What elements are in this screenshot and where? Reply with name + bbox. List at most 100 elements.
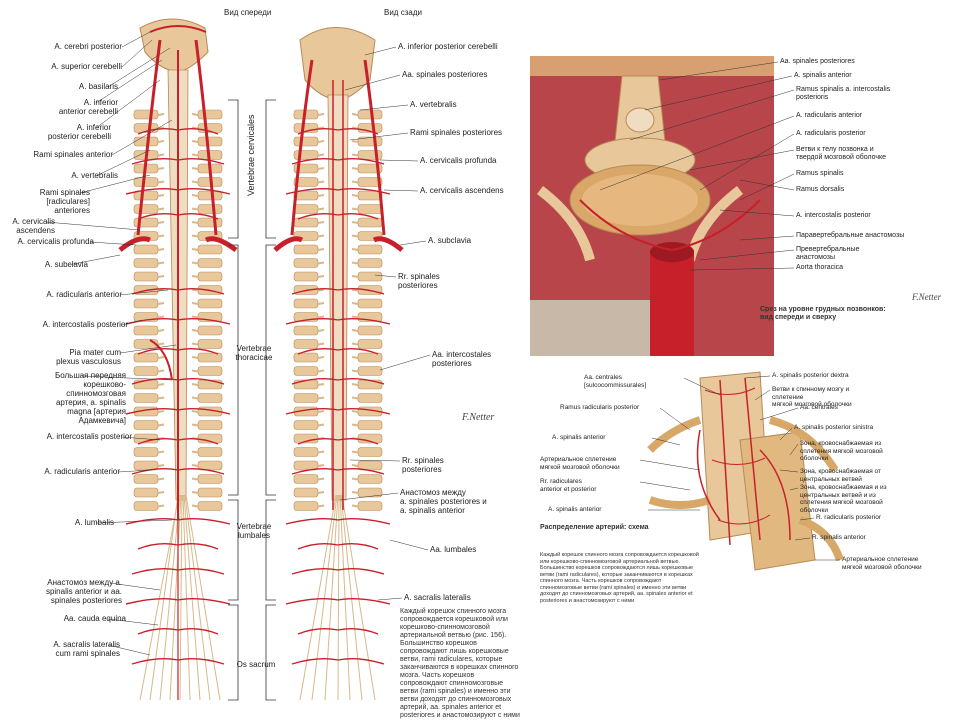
label-r2: Aa. spinales posteriores bbox=[402, 70, 488, 79]
nerve-root bbox=[157, 383, 165, 386]
anterior-cauda-equina bbox=[139, 494, 221, 701]
nerve-root bbox=[317, 234, 325, 238]
segmental-artery bbox=[177, 657, 225, 665]
label-l10: A. cervicalis profunda bbox=[17, 237, 94, 246]
label-r10: Rr. spinales posteriores bbox=[402, 456, 444, 474]
vertebral-segment bbox=[357, 190, 383, 201]
label-s11: Превертебральные анастомозы bbox=[796, 246, 860, 261]
leader-line bbox=[107, 644, 151, 656]
label-l5: A. inferior posterior cerebelli bbox=[47, 123, 111, 141]
nerve-root bbox=[317, 113, 325, 116]
nerve-root bbox=[191, 288, 199, 292]
nerve-root bbox=[191, 248, 199, 251]
leader-line bbox=[789, 443, 799, 456]
segmental-artery bbox=[337, 627, 379, 635]
vertebral-segment bbox=[357, 352, 383, 363]
nerve-root bbox=[191, 167, 199, 170]
vertebral-segment bbox=[357, 420, 383, 430]
nerve-root bbox=[191, 194, 199, 197]
segmental-artery bbox=[137, 127, 179, 135]
nerve-root bbox=[191, 261, 199, 265]
vertebral-segment bbox=[133, 352, 159, 363]
segmental-artery bbox=[291, 287, 339, 295]
nerve-root bbox=[317, 383, 325, 386]
nerve-root bbox=[191, 423, 199, 427]
leader-line bbox=[739, 235, 795, 241]
nerve-root bbox=[351, 221, 359, 224]
label-l18: A. lumbalis bbox=[74, 518, 114, 527]
label-l3: A. basilaris bbox=[78, 82, 118, 91]
anterior-view-header: Вид спереди bbox=[224, 8, 272, 17]
nerve-root bbox=[317, 261, 325, 265]
leader-line bbox=[67, 254, 121, 266]
leader-line bbox=[119, 289, 169, 296]
vertebral-segment bbox=[357, 150, 383, 160]
vertebral-segment bbox=[197, 339, 223, 349]
segmental-artery bbox=[291, 467, 339, 475]
nerve-root bbox=[317, 302, 325, 305]
nerve-root bbox=[157, 464, 165, 467]
segmental-artery bbox=[137, 627, 179, 635]
nerve-root bbox=[157, 261, 165, 265]
segmental-artery bbox=[131, 287, 179, 295]
nerve-root bbox=[157, 167, 165, 170]
nerve-root bbox=[317, 288, 325, 292]
nerve-root bbox=[351, 302, 359, 305]
nerve-root bbox=[351, 275, 359, 278]
leader-line bbox=[379, 159, 419, 162]
segmental-artery bbox=[285, 317, 339, 325]
nerve-root bbox=[351, 261, 359, 265]
segmental-artery bbox=[131, 657, 179, 665]
nerve-root bbox=[351, 504, 359, 508]
segmental-artery bbox=[285, 187, 339, 195]
vertebral-segment bbox=[133, 298, 159, 309]
vertebral-segment bbox=[133, 325, 159, 336]
segmental-artery bbox=[337, 377, 385, 385]
region-label-m1: Vertebrae cervicales bbox=[246, 114, 256, 196]
leader-line bbox=[95, 79, 161, 129]
segmental-artery bbox=[337, 517, 391, 525]
region-label-m4: Os sacrum bbox=[236, 660, 276, 669]
vertebral-segment bbox=[293, 298, 319, 309]
nerve-root bbox=[157, 234, 165, 238]
segmental-artery bbox=[177, 567, 225, 575]
segmental-artery bbox=[125, 597, 179, 605]
leader-line bbox=[789, 487, 799, 491]
label-l21: A. sacralis lateralis cum rami spinales bbox=[53, 640, 120, 658]
nerve-root bbox=[157, 423, 165, 427]
nerve-root bbox=[191, 207, 199, 211]
label-r13: A. sacralis lateralis bbox=[404, 593, 471, 602]
vertebral-segment bbox=[133, 109, 159, 120]
posterior-cauda-equina bbox=[299, 494, 376, 701]
label-d16: Артериальное сплетение мягкой мозговой о… bbox=[842, 556, 922, 571]
vertebral-segment bbox=[357, 204, 383, 214]
segmental-artery bbox=[297, 347, 339, 355]
nerve-root bbox=[351, 207, 359, 211]
nerve-root bbox=[351, 140, 359, 143]
vertebral-segment bbox=[293, 393, 319, 403]
segmental-artery bbox=[177, 597, 231, 605]
segmental-artery bbox=[291, 567, 339, 575]
leader-line bbox=[759, 407, 799, 421]
nerve-root bbox=[191, 113, 199, 116]
nerve-root bbox=[157, 396, 165, 400]
nerve-root bbox=[191, 342, 199, 346]
segmental-artery bbox=[131, 157, 179, 165]
label-d8: Ветви к спинному мозгу и сплетение мягко… bbox=[772, 386, 852, 408]
leader-line bbox=[779, 427, 793, 441]
vertebral-segment bbox=[293, 447, 319, 457]
vertebral-segment bbox=[293, 366, 319, 376]
nerve-root bbox=[351, 315, 359, 319]
vertebral-segment bbox=[133, 501, 159, 511]
distribution-scheme bbox=[647, 371, 844, 571]
vertebral-segment bbox=[293, 487, 319, 498]
nerve-root bbox=[317, 396, 325, 400]
nerve-root bbox=[317, 140, 325, 143]
nerve-root bbox=[351, 423, 359, 427]
nerve-root bbox=[157, 329, 165, 332]
nerve-root bbox=[191, 396, 199, 400]
vertebral-segment bbox=[197, 420, 223, 430]
label-s5: A. radicularis posterior bbox=[796, 130, 866, 137]
vertebral-segment bbox=[197, 501, 223, 511]
label-l17: A. radicularis anterior bbox=[44, 467, 120, 476]
